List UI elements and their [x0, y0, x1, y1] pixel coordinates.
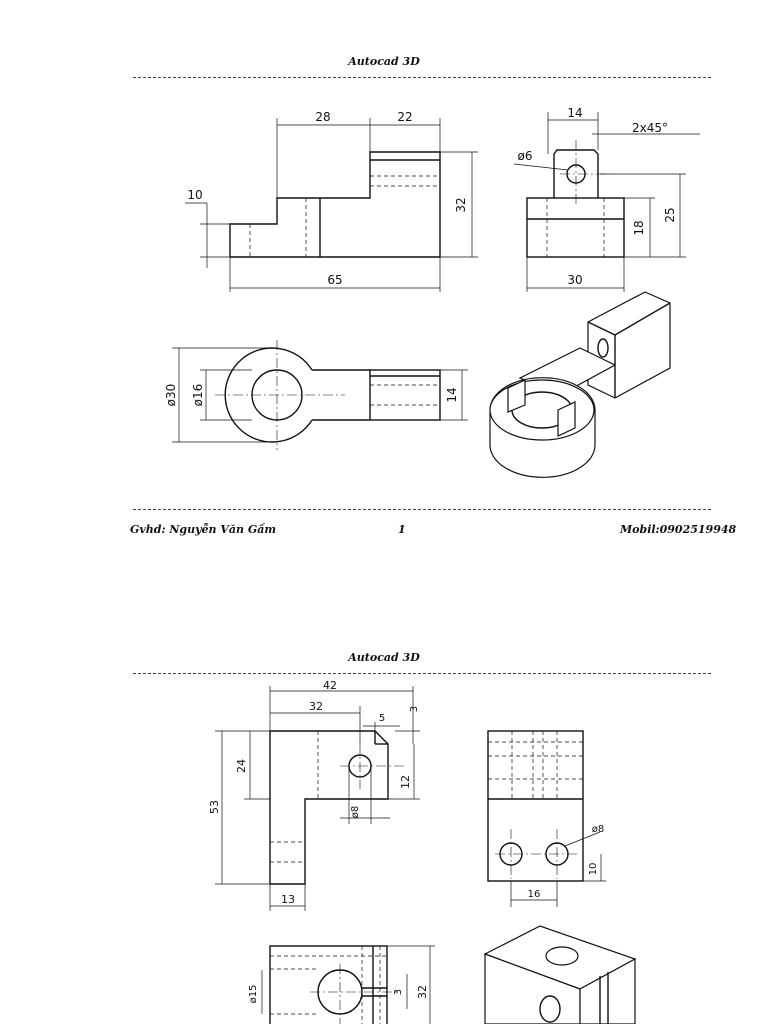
dim-28: 28 — [315, 110, 330, 124]
side-view-2: ø8 10 16 — [487, 730, 606, 907]
dim-32: 32 — [454, 197, 468, 212]
dim-24: 24 — [235, 759, 248, 773]
drawing-sheet-1: 28 22 10 32 65 14 2x45° ø6 — [164, 106, 700, 478]
drawing-sheet-2: 42 32 5 3 53 24 12 ø8 13 — [208, 679, 637, 1024]
dim-30: 30 — [567, 273, 582, 287]
dim-3-top: 3 — [393, 989, 404, 995]
dim-dia-15: ø15 — [248, 985, 259, 1004]
dim-14-top: 14 — [445, 387, 459, 402]
header-rule — [133, 77, 711, 78]
dim-dia-8-side: ø8 — [592, 824, 604, 835]
footer-author: Gvhd: Nguyễn Văn Gấm — [130, 523, 276, 536]
dim-16-side: 16 — [528, 889, 541, 900]
front-view-2: 42 32 5 3 53 24 12 ø8 13 — [208, 679, 420, 911]
dim-3: 3 — [409, 706, 420, 712]
footer-rule — [133, 509, 711, 510]
header-rule-2 — [133, 673, 711, 674]
footer-page-number: 1 — [398, 523, 406, 536]
dim-dia-8: ø8 — [350, 806, 361, 818]
dim-13: 13 — [281, 893, 295, 906]
footer-phone: Mobil:0902519948 — [620, 523, 737, 536]
isometric-view — [489, 291, 671, 478]
dim-42: 42 — [323, 679, 337, 692]
page-header-2: Autocad 3D — [348, 651, 420, 664]
page-header: Autocad 3D — [348, 55, 420, 68]
front-view: 28 22 10 32 65 — [185, 110, 478, 292]
dim-14: 14 — [567, 106, 582, 120]
top-view: ø30 ø16 14 — [164, 340, 468, 450]
dim-65: 65 — [327, 273, 342, 287]
dim-10-side: 10 — [588, 863, 599, 876]
dim-25: 25 — [663, 207, 677, 222]
dim-32-top: 32 — [416, 985, 429, 999]
top-view-2: ø15 3 32 — [248, 945, 435, 1024]
isometric-view-2 — [483, 925, 637, 1024]
dim-chamfer: 2x45° — [632, 121, 668, 135]
dim-18: 18 — [632, 220, 646, 235]
dim-5: 5 — [379, 713, 385, 724]
dim-10: 10 — [187, 188, 202, 202]
dim-22: 22 — [397, 110, 412, 124]
dim-dia-16: ø16 — [191, 384, 205, 407]
side-view: 14 2x45° ø6 18 25 30 — [513, 106, 700, 292]
dim-12: 12 — [399, 775, 412, 789]
dim-dia-30: ø30 — [164, 384, 178, 407]
dim-53: 53 — [208, 800, 221, 814]
dim-32-front: 32 — [309, 700, 323, 713]
dim-dia-6: ø6 — [518, 149, 533, 163]
